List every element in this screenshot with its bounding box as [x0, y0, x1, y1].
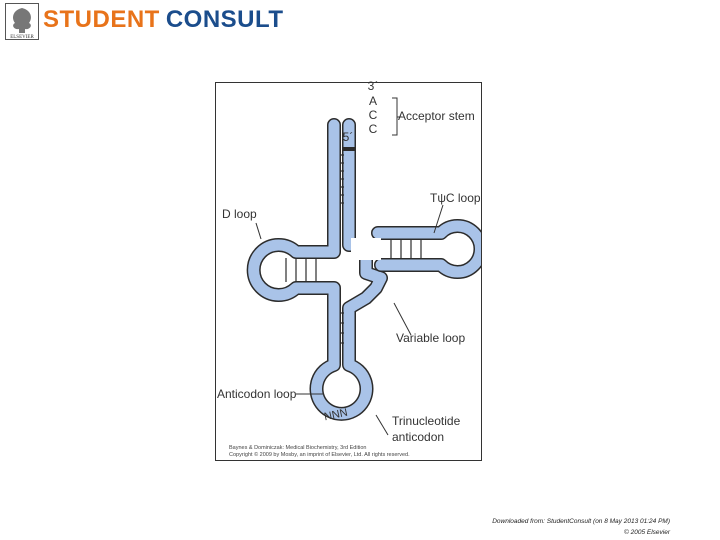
trna-figure: 3´ A C C 5´ Acceptor stem TψC loop D loo…	[215, 79, 482, 461]
credit-line-2: Copyright © 2009 by Mosby, an imprint of…	[229, 452, 410, 459]
acceptor-base: A	[368, 94, 377, 108]
copyright-notice: © 2005 Elsevier	[624, 529, 670, 536]
brand-consult: CONSULT	[165, 6, 284, 33]
five-prime-end: 5´	[342, 130, 354, 144]
d-loop-label: D loop	[222, 207, 257, 221]
download-notice: Downloaded from: StudentConsult (on 8 Ma…	[492, 518, 670, 525]
leader-lines	[255, 97, 444, 436]
acceptor-base: C	[368, 108, 378, 122]
trinucleotide-label: Trinucleotide	[392, 414, 461, 428]
acceptor-stem-label: Acceptor stem	[398, 109, 475, 123]
elsevier-tree-logo: ELSEVIER	[5, 3, 39, 40]
three-prime-end: 3´	[367, 79, 379, 93]
variable-loop-label: Variable loop	[396, 331, 466, 345]
acceptor-base: C	[368, 122, 378, 136]
anticodon-label: anticodon	[392, 430, 445, 444]
trna-cloverleaf-diagram	[246, 97, 481, 436]
anticodon-loop-label: Anticodon loop	[217, 387, 297, 401]
credit-line-1: Baynes & Dominiczak: Medical Biochemistr…	[229, 445, 367, 451]
base-pair-rungs	[285, 154, 422, 344]
svg-text:ELSEVIER: ELSEVIER	[10, 35, 34, 40]
figure-credit: Baynes & Dominiczak: Medical Biochemistr…	[229, 445, 410, 459]
tpsic-loop-label: TψC loop	[430, 191, 481, 205]
brand-student: STUDENT	[43, 6, 160, 33]
